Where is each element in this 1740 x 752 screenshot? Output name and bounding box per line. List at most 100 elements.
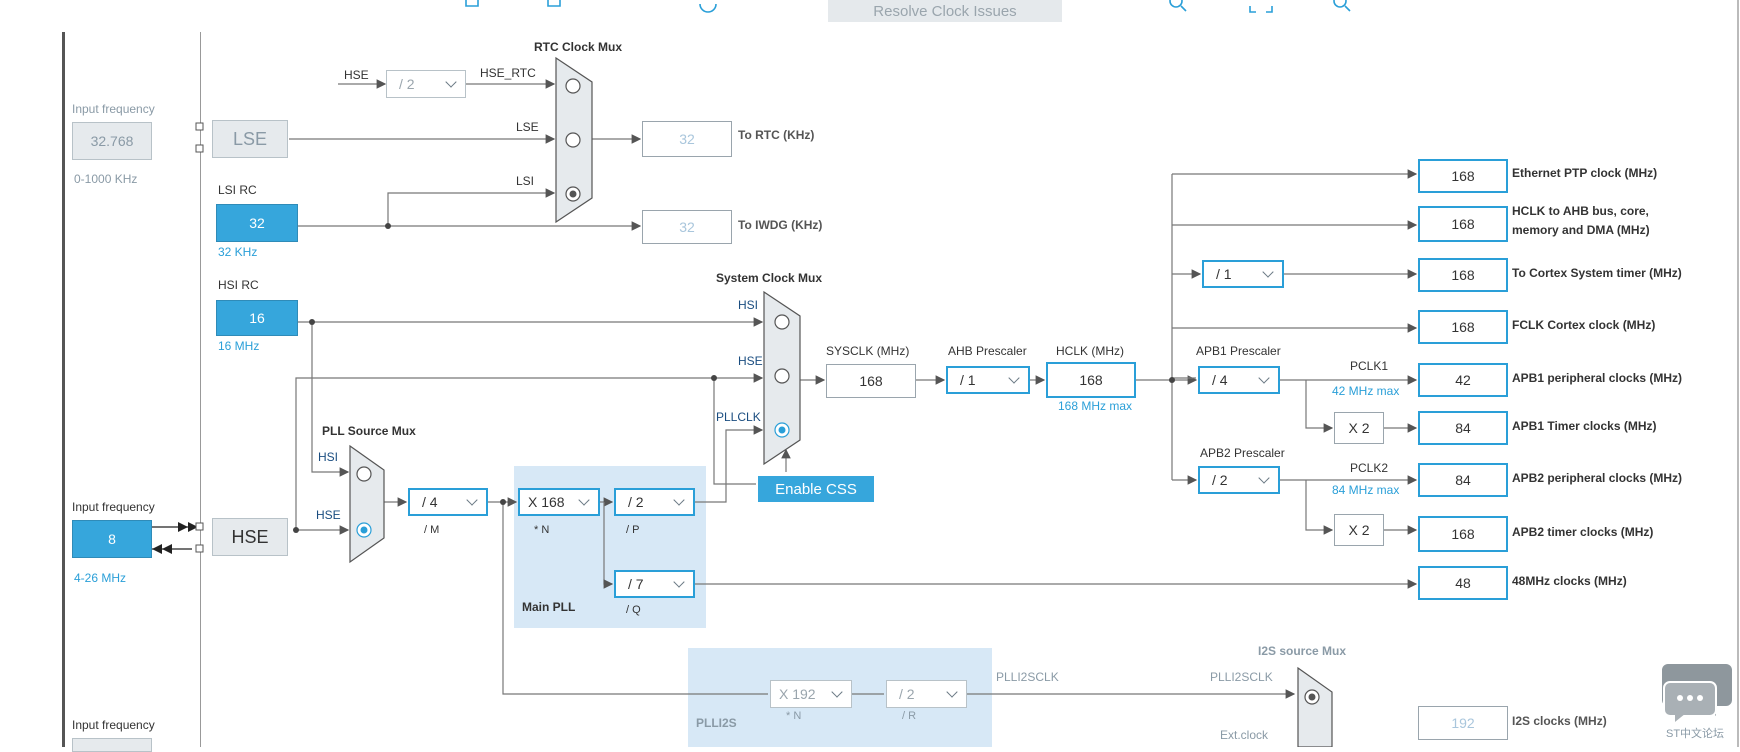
pll-m-value: / 4 (422, 494, 438, 510)
ext-clock-label: Ext.clock (1220, 728, 1269, 742)
fclk-cortex-value[interactable]: 168 (1418, 310, 1508, 344)
enable-css-button[interactable]: Enable CSS (758, 476, 874, 502)
i2s-r-select[interactable]: / 2 (886, 680, 967, 708)
i2s-clocks-value: 192 (1418, 706, 1508, 740)
hsi-mhz-label: 16 MHz (218, 339, 260, 353)
lse-box: LSE (212, 120, 288, 158)
pll-p-label: / P (626, 524, 640, 536)
fit-icon (1249, 6, 1273, 13)
sys-mux-hsi-label: HSI (738, 298, 759, 312)
lsi-rc-label: LSI RC (218, 183, 257, 197)
lse-input-frequency-label: Input frequency (72, 102, 155, 116)
pll-source-mux-label: PLL Source Mux (322, 424, 416, 438)
to-rtc-label: To RTC (KHz) (738, 128, 815, 142)
48mhz-clocks-value[interactable]: 48 (1418, 566, 1508, 600)
apb1-prescaler-label: APB1 Prescaler (1196, 344, 1281, 358)
hse-range-label: 4-26 MHz (74, 571, 127, 585)
apb1-prescaler-select[interactable]: / 4 (1198, 366, 1280, 394)
48mhz-clocks-label: 48MHz clocks (MHz) (1512, 574, 1627, 588)
to-iwdg-output: 32 (642, 210, 732, 244)
cortex-system-timer-label: To Cortex System timer (MHz) (1512, 266, 1682, 280)
i2s-mux-shape (1297, 666, 1333, 747)
lse-range-label: 0-1000 KHz (74, 172, 138, 186)
pll-m-label: / M (424, 524, 440, 536)
i2s-n-label: * N (786, 710, 802, 722)
pclk2-max-label: 84 MHz max (1332, 483, 1400, 497)
sysclk-value: 168 (826, 364, 916, 398)
hclk-ahb-label: HCLK to AHB bus, core, (1512, 204, 1649, 218)
sys-mux-pllclk-label: PLLCLK (716, 410, 761, 424)
rtc-hse-divider-value: / 2 (399, 76, 415, 92)
pll-q-value: / 7 (628, 576, 644, 592)
ahb-prescaler-select[interactable]: / 1 (946, 366, 1030, 394)
lse-input-label: LSE (516, 120, 539, 134)
plli2sclk-label: PLLI2SCLK (996, 670, 1059, 684)
hse-rtc-source-label: HSE (344, 68, 369, 82)
cortex-system-timer-value[interactable]: 168 (1418, 258, 1508, 292)
hclk-ahb-label-line2: memory and DMA (MHz) (1512, 223, 1650, 237)
pll-m-select[interactable]: / 4 (408, 488, 488, 516)
apb2-prescaler-select[interactable]: / 2 (1198, 466, 1280, 494)
i2s-r-label: / R (902, 710, 917, 722)
ethernet-ptp-clock-value[interactable]: 168 (1418, 159, 1508, 193)
fclk-cortex-label: FCLK Cortex clock (MHz) (1512, 318, 1656, 332)
pll-p-value: / 2 (628, 494, 644, 510)
lsi-khz-label: 32 KHz (218, 245, 258, 259)
apb1-timer-value[interactable]: 84 (1418, 411, 1508, 445)
i2s-source-mux-label: I2S source Mux (1258, 644, 1347, 658)
hclk-ahb-value[interactable]: 168 (1418, 206, 1508, 242)
refresh-icon (699, 3, 717, 13)
cortex-timer-divider-value: / 1 (1216, 266, 1232, 282)
i2s-mux-plli2sclk-label: PLLI2SCLK (1210, 670, 1273, 684)
hse-box: HSE (212, 518, 288, 556)
to-iwdg-label: To IWDG (KHz) (738, 218, 823, 232)
system-clock-mux-label: System Clock Mux (716, 271, 823, 285)
pclk1-max-label: 42 MHz max (1332, 384, 1400, 398)
hsi-rc-label: HSI RC (218, 278, 259, 292)
apb1-timer-label: APB1 Timer clocks (MHz) (1512, 419, 1657, 433)
apb1-peripheral-value[interactable]: 42 (1418, 363, 1508, 397)
i2s-clocks-label: I2S clocks (MHz) (1512, 714, 1607, 728)
pll-src-hsi-label: HSI (318, 450, 339, 464)
sysclk-label: SYSCLK (MHz) (826, 344, 910, 358)
hclk-value-field[interactable]: 168 (1046, 362, 1136, 398)
zoom-in-icon (1169, 0, 1183, 8)
apb2-prescaler-value: / 2 (1212, 472, 1228, 488)
hse-input-frequency-label: Input frequency (72, 500, 155, 514)
pll-n-value: X 168 (528, 494, 565, 510)
ahb-prescaler-label: AHB Prescaler (948, 344, 1027, 358)
to-rtc-output: 32 (642, 121, 732, 157)
ahb-prescaler-value: / 1 (960, 372, 976, 388)
apb2-prescaler-label: APB2 Prescaler (1200, 446, 1285, 460)
pll-p-select[interactable]: / 2 (614, 488, 695, 516)
pll-n-select[interactable]: X 168 (518, 488, 600, 516)
apb2-peripheral-value[interactable]: 84 (1418, 463, 1508, 497)
resolve-clock-issues-button[interactable]: Resolve Clock Issues (828, 0, 1062, 22)
i2s-input-frequency-label: Input frequency (72, 718, 155, 732)
i2s-n-select[interactable]: X 192 (770, 680, 852, 708)
hse-input-frequency-field[interactable]: 8 (72, 520, 152, 558)
pclk1-label: PCLK1 (1350, 359, 1389, 373)
cortex-timer-divider-select[interactable]: / 1 (1202, 260, 1284, 288)
apb2-timer-value[interactable]: 168 (1418, 516, 1508, 552)
rtc-mux-label: RTC Clock Mux (534, 40, 623, 54)
apb1-timer-multiplier: X 2 (1334, 412, 1384, 444)
watermark-text: ST中文论坛 (1666, 728, 1725, 740)
apb2-timer-multiplier: X 2 (1334, 514, 1384, 546)
main-pll-label: Main PLL (522, 600, 576, 614)
left-divider (200, 32, 201, 747)
hse-rtc-label: HSE_RTC (480, 66, 536, 80)
zoom-out-icon (1333, 0, 1347, 8)
pll-q-select[interactable]: / 7 (614, 570, 695, 598)
hclk-label: HCLK (MHz) (1056, 344, 1124, 358)
right-scroll-edge (1737, 0, 1739, 747)
apb1-prescaler-value: / 4 (1212, 372, 1228, 388)
undo-icon (465, 0, 479, 7)
redo-icon (547, 0, 561, 7)
lse-input-frequency-field[interactable]: 32.768 (72, 122, 152, 160)
rtc-hse-divider-select[interactable]: / 2 (386, 70, 466, 98)
hsi-rc-box: 16 (216, 300, 298, 336)
